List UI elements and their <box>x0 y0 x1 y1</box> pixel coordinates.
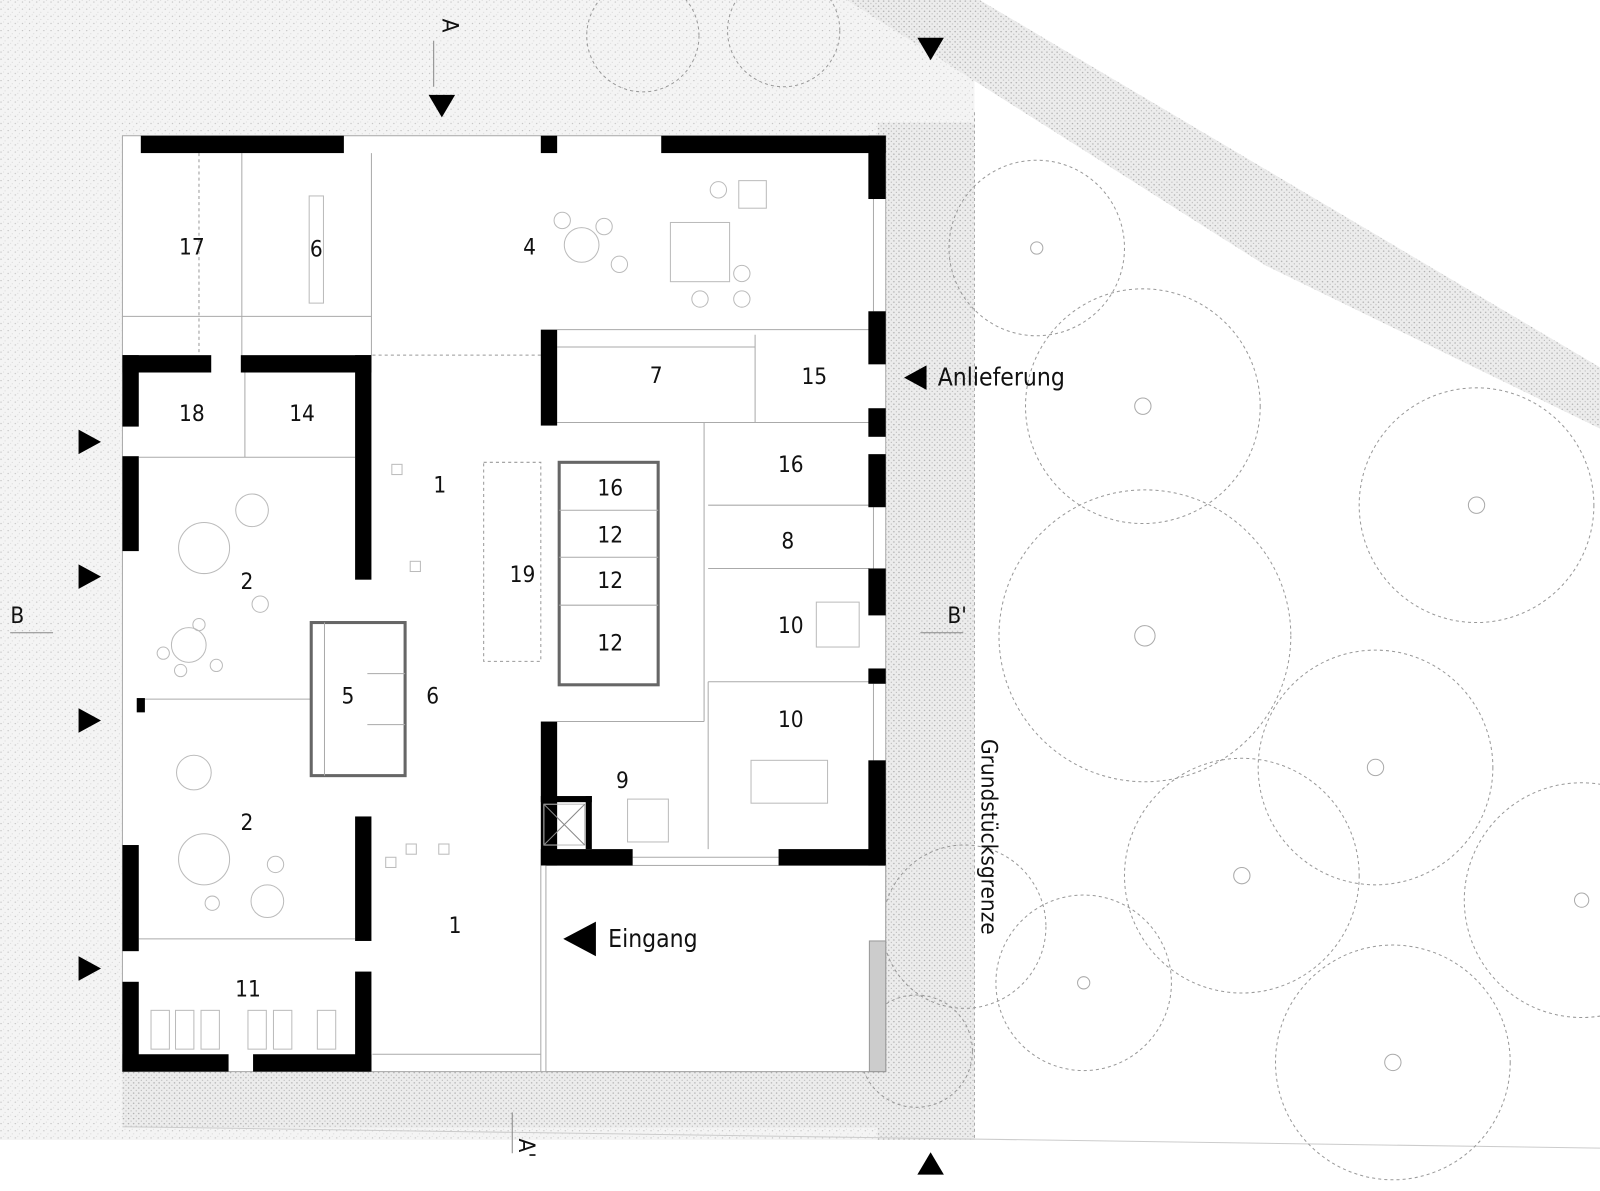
room-label: 19 <box>510 562 536 588</box>
room-label: 12 <box>597 522 623 548</box>
room-label: 15 <box>801 364 827 390</box>
property-line-label: Grundstücksgrenze <box>975 739 1001 935</box>
room-label: 1 <box>449 913 462 939</box>
entrance-label: Eingang <box>608 924 697 953</box>
building <box>121 135 887 1073</box>
room-label: 4 <box>523 234 536 260</box>
wc-block-12 <box>557 460 660 687</box>
room-label: 12 <box>597 568 623 594</box>
delivery-label: Anlieferung <box>938 363 1065 392</box>
section-lines <box>10 40 964 1154</box>
room-label: 5 <box>342 684 355 710</box>
room-label: 16 <box>597 475 623 501</box>
section-b-label: B <box>10 603 24 629</box>
section-b2-label: B' <box>947 603 966 629</box>
room-label: 2 <box>241 569 254 595</box>
room-label: 10 <box>778 613 804 639</box>
arrow-icons <box>78 37 944 1175</box>
room-label: 1 <box>433 472 446 498</box>
room-label: 14 <box>289 401 315 427</box>
room-label: 7 <box>650 363 663 389</box>
room-label: 12 <box>597 630 623 656</box>
room-label: 18 <box>179 401 205 427</box>
stair-core-5 <box>309 621 407 778</box>
room-label: 6 <box>426 684 439 710</box>
room-label: 8 <box>781 528 794 554</box>
walls <box>122 135 886 1072</box>
room-label: 10 <box>778 707 804 733</box>
room-label: 9 <box>616 768 629 794</box>
section-a2-label: A' <box>513 1138 539 1157</box>
room-label: 16 <box>778 452 804 478</box>
section-a-label: A <box>436 19 462 33</box>
room-label: 2 <box>241 810 254 836</box>
room-label: 17 <box>179 234 205 260</box>
room-label: 6 <box>310 237 323 263</box>
trees <box>586 0 1600 1181</box>
furniture <box>150 180 860 1050</box>
room-label: 11 <box>235 976 261 1002</box>
room-labels: 17 6 4 18 14 7 15 16 1 16 12 12 12 19 2 … <box>179 234 827 1002</box>
